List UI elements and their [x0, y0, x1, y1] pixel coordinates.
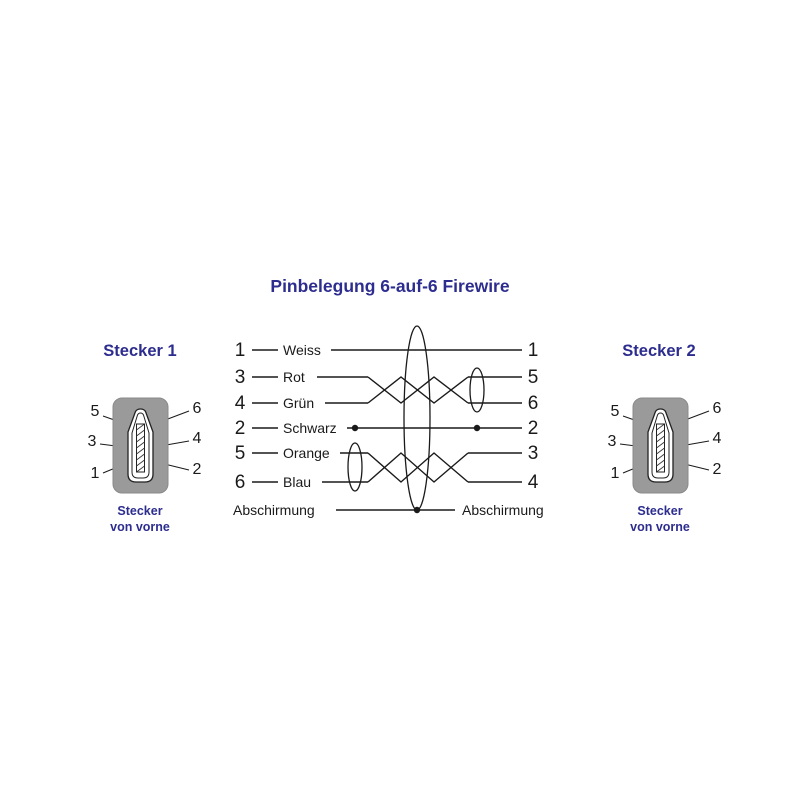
left-pin-6: 6 [235, 472, 246, 493]
connector2: 5 3 1 6 4 2 Stecker von vorne [608, 397, 722, 534]
connector1-pin4: 4 [193, 430, 202, 447]
connector1-pin3: 3 [88, 433, 97, 450]
connector2-pin5: 5 [611, 403, 620, 420]
wire-label-weiss: Weiss [283, 342, 321, 358]
right-pin-3: 3 [528, 443, 539, 464]
right-pin-2: 2 [528, 418, 539, 439]
connector1-pin6: 6 [193, 400, 202, 417]
right-pin-4: 4 [528, 472, 539, 493]
connector1-pin5: 5 [91, 403, 100, 420]
connector2-pin4: 4 [713, 430, 722, 447]
wire-lines [317, 349, 522, 511]
connector2-caption-line1: Stecker [637, 504, 682, 518]
connector2-pin6: 6 [713, 400, 722, 417]
left-pin-5: 5 [235, 443, 246, 464]
connector2-caption-line2: von vorne [630, 520, 690, 534]
pairA-shield-ellipse [469, 367, 485, 413]
shield-label-right: Abschirmung [462, 502, 544, 518]
left-pin-4: 4 [235, 393, 246, 414]
connector1-caption-line1: Stecker [117, 504, 162, 518]
connector2-pin1: 1 [611, 465, 620, 482]
connector1: 5 3 1 6 4 2 Stecker von vorne [88, 397, 202, 534]
right-pin-1: 1 [528, 340, 539, 361]
twist-pairA-wire2 [367, 376, 469, 404]
wiring-diagram: 1 3 4 2 5 6 Weiss Rot Grün Schwarz Orang… [233, 325, 544, 518]
connector1-pin2: 2 [193, 461, 202, 478]
pairB-shield-ellipse [347, 442, 363, 492]
connector2-heading: Stecker 2 [622, 342, 695, 360]
wire-label-rot: Rot [283, 369, 305, 385]
junction-dot-left [351, 424, 359, 432]
connector2-pin3: 3 [608, 433, 617, 450]
wire-label-schwarz: Schwarz [283, 420, 337, 436]
right-pin-5: 5 [528, 367, 539, 388]
connector1-pin1: 1 [91, 465, 100, 482]
junction-dot-shield [413, 506, 421, 514]
twist-pairB-wire2 [367, 452, 469, 483]
right-pin-6: 6 [528, 393, 539, 414]
wire-label-orange: Orange [283, 445, 330, 461]
connector1-caption-line2: von vorne [110, 520, 170, 534]
left-pin-3: 3 [235, 367, 246, 388]
diagram-title: Pinbelegung 6-auf-6 Firewire [270, 276, 509, 296]
connector1-heading: Stecker 1 [103, 342, 176, 360]
left-pin-1: 1 [235, 340, 246, 361]
connector2-pin2: 2 [713, 461, 722, 478]
left-pin-2: 2 [235, 418, 246, 439]
cable-sheath-ellipse [403, 325, 431, 511]
junction-dot-right [473, 424, 481, 432]
wire-label-blau: Blau [283, 474, 311, 490]
wire-label-gruen: Grün [283, 395, 314, 411]
shield-label-left: Abschirmung [233, 502, 315, 518]
